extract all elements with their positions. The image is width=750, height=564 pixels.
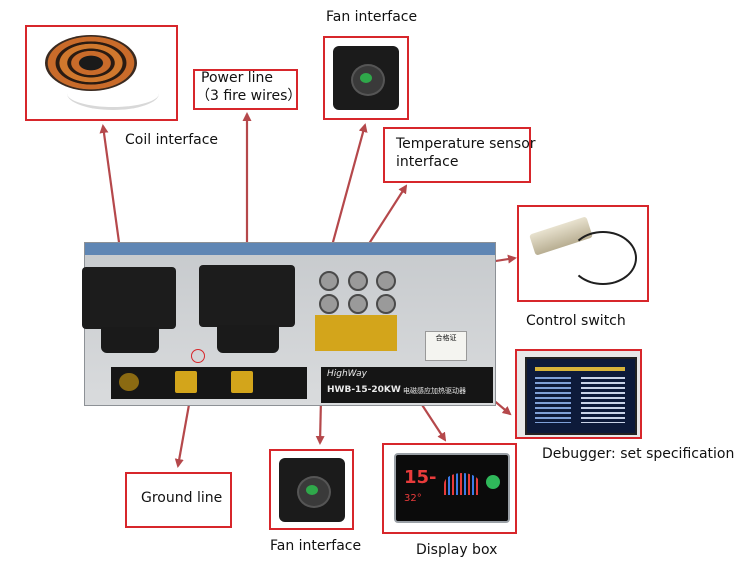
display-temp: 32° — [404, 493, 422, 504]
ground-line-frame — [125, 472, 232, 528]
certificate-sticker: 合格证 — [425, 331, 467, 361]
coil-connector-plugs — [101, 327, 159, 353]
coil-arrow — [99, 124, 126, 266]
bottom-label-strip — [111, 367, 307, 399]
power-line-label-1: Power line — [201, 70, 274, 86]
control-switch-frame — [517, 205, 649, 302]
debugger-label: Debugger: set specification — [542, 446, 735, 462]
display-fan-icon — [486, 475, 500, 489]
power-line-label-2: （3 fire wires） — [196, 88, 302, 104]
brand-text: HighWay — [327, 369, 367, 379]
ground-screw — [191, 349, 205, 363]
power-symbol — [231, 371, 253, 393]
coil-connector — [82, 267, 176, 329]
aviation-plug-6 — [376, 294, 396, 314]
aviation-plug-2 — [348, 271, 368, 291]
control-switch-cable — [569, 231, 637, 285]
display-panel: 15- 32° — [394, 453, 510, 523]
coil-wire — [67, 77, 159, 110]
fan-bottom-label: Fan interface — [270, 538, 362, 554]
aviation-plug-4 — [319, 294, 339, 314]
certificate-text: 合格证 — [435, 334, 457, 342]
fan-symbol — [119, 373, 139, 391]
model-cn-text: 电磁感应加热驱动器 — [403, 387, 466, 395]
fan-top-frame — [323, 36, 409, 120]
port-label-strip — [315, 315, 397, 351]
fan-top-image — [333, 46, 399, 110]
fan-top-label: Fan interface — [326, 9, 418, 25]
aviation-plug-3 — [376, 271, 396, 291]
coil-label: Coil interface — [125, 132, 219, 148]
fan-bottom-frame — [269, 449, 354, 530]
power-connector — [199, 265, 295, 327]
display-gauge — [444, 473, 480, 495]
aviation-plug-1 — [319, 271, 339, 291]
power-connector-plugs — [217, 325, 279, 353]
display-box-frame: 15- 32° — [382, 443, 517, 534]
model-plate: HighWay HWB-15-20KW 电磁感应加热驱动器 — [321, 367, 493, 403]
ground-symbol — [175, 371, 197, 393]
fan-bottom-image — [279, 458, 345, 522]
debugger-screen — [525, 357, 637, 435]
control-switch-label: Control switch — [526, 313, 626, 329]
temp-sensor-label-1: Temperature sensor — [396, 136, 536, 152]
debugger-frame — [515, 349, 642, 439]
display-box-label: Display box — [416, 542, 498, 558]
temp-sensor-frame — [383, 127, 531, 183]
aviation-plug-5 — [348, 294, 368, 314]
display-value: 15- — [404, 467, 437, 488]
driver-unit: 合格证 HighWay HWB-15-20KW 电磁感应加热驱动器 — [82, 242, 496, 406]
temp-sensor-label-2: interface — [396, 154, 459, 170]
ground-line-label: Ground line — [141, 490, 223, 506]
model-text: HWB-15-20KW — [327, 385, 401, 395]
fan-top-arrow — [324, 123, 368, 266]
power-line-frame — [193, 69, 298, 110]
coil-image-frame — [25, 25, 178, 121]
